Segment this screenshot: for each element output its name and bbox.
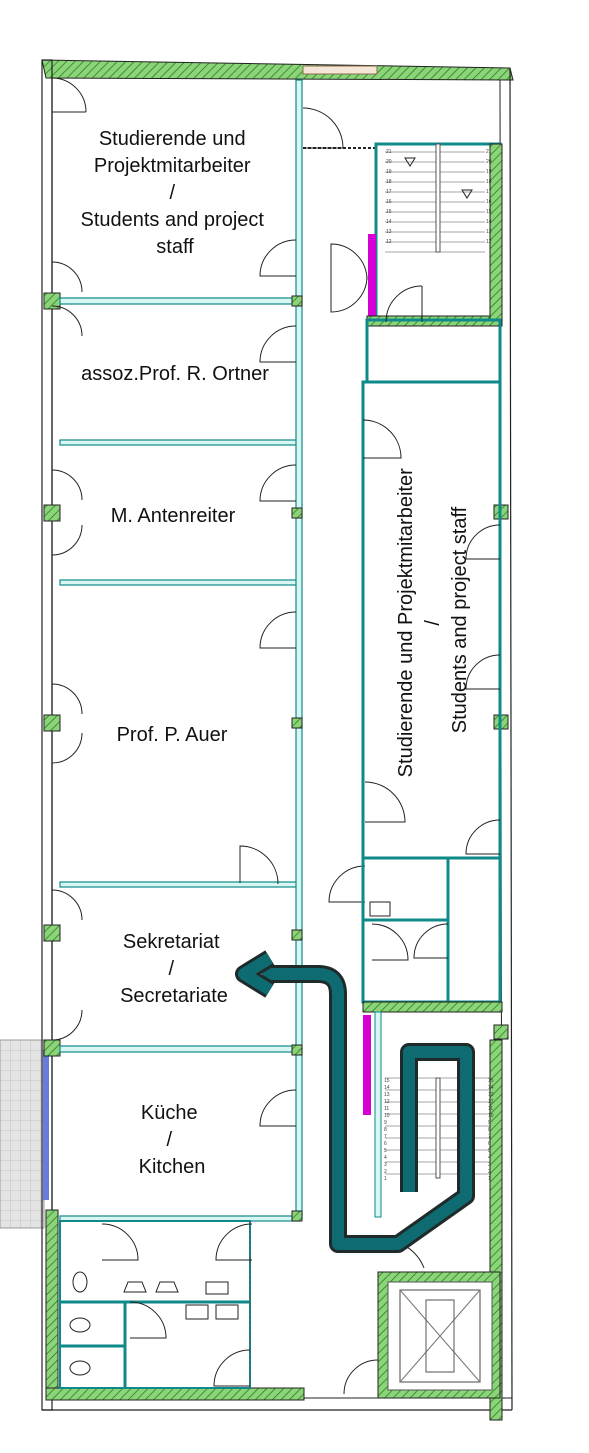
label-line: / (168, 958, 174, 980)
stair-step-number: 17 (386, 189, 392, 195)
route-arrow (235, 950, 475, 1253)
sanitary-block (59, 1220, 251, 1389)
stair-step-number: 15 (386, 209, 392, 215)
stair-step-number: 1 (384, 1176, 387, 1182)
stair-step-number: 14 (486, 219, 492, 225)
stair-step-number: 6 (488, 1141, 491, 1147)
label-line: / (169, 182, 175, 204)
room-label-auer: Prof. P. Auer (117, 724, 228, 746)
stair-step-number: 11 (384, 1106, 389, 1112)
stair-step-number: 17 (486, 189, 492, 195)
stair-step-number: 20 (386, 159, 392, 165)
stair-step-number: 12 (384, 1099, 390, 1105)
room-label-kitchen: Küche / Kitchen (139, 1102, 206, 1178)
doors-corridor (239, 107, 406, 1127)
stair-step-number: 1 (488, 1176, 491, 1182)
label-line: Küche (141, 1102, 198, 1124)
stair-step-number: 3 (488, 1162, 491, 1168)
stair-step-number: 3 (384, 1162, 387, 1168)
label-line: Sekretariat (123, 931, 220, 953)
sanitary-fixtures (69, 1223, 253, 1387)
glass-facade (43, 1050, 49, 1200)
stair-step-number: 21 (386, 149, 392, 155)
stair-step-number: 14 (386, 219, 392, 225)
stair-step-number: 19 (386, 169, 392, 175)
stair-step-number: 15 (488, 1078, 494, 1084)
room-label-students-staff: Studierende und Projektmitarbeiter / Stu… (80, 128, 269, 258)
stair-step-number: 14 (384, 1085, 390, 1091)
terrace-tiles (0, 1039, 45, 1229)
stair-step-number: 18 (386, 179, 392, 185)
stair-step-number: 14 (488, 1085, 494, 1091)
stair-step-number: 5 (488, 1148, 491, 1154)
stair-step-number: 9 (384, 1120, 387, 1126)
label-line: assoz.Prof. R. Ortner (81, 363, 269, 385)
label-line: Studierende und Projektmitarbeiter (395, 468, 417, 777)
room-label-ortner: assoz.Prof. R. Ortner (81, 363, 269, 385)
label-line: Students and project (80, 209, 264, 231)
label-line: Prof. P. Auer (117, 724, 228, 746)
elevator-shaft (377, 1271, 501, 1399)
sink-unit (369, 901, 391, 917)
stair-step-number: 13 (486, 229, 492, 235)
stair-step-number: 8 (384, 1127, 387, 1133)
label-line: / (422, 620, 444, 626)
stair-step-number: 4 (488, 1155, 491, 1161)
stair-step-number: 20 (486, 159, 492, 165)
room-label-secretariate: Sekretariat / Secretariate (120, 931, 228, 1007)
stair-step-number: 13 (384, 1092, 390, 1098)
doors-west (51, 77, 87, 1041)
stair-step-number: 21 (486, 149, 492, 155)
stair-top-numbers: 21 21 20 20 19 19 18 18 17 17 16 16 15 15 14 14 13 13 12 12 (386, 149, 492, 245)
label-line: / (166, 1129, 172, 1151)
stair-step-number: 2 (488, 1169, 491, 1175)
stair-step-number: 12 (488, 1099, 494, 1105)
west-pillars (43, 292, 61, 1057)
label-line: Secretariate (120, 985, 228, 1007)
label-line: Students and project staff (449, 506, 471, 733)
north-stair-core (365, 142, 503, 384)
doors-east (362, 419, 501, 961)
stair-step-number: 16 (386, 199, 392, 205)
label-line: Projektmitarbeiter (94, 155, 251, 177)
room-label-east-students-staff: Studierende und Projektmitarbeiter / Stu… (395, 463, 471, 778)
stair-step-number: 15 (486, 209, 492, 215)
stair-step-number: 9 (488, 1120, 491, 1126)
stair-step-number: 13 (386, 229, 392, 235)
stair-step-number: 5 (384, 1148, 387, 1154)
stair-step-number: 15 (384, 1078, 390, 1084)
stair-step-number: 4 (384, 1155, 387, 1161)
stair-step-number: 6 (384, 1141, 387, 1147)
stair-step-number: 7 (488, 1134, 491, 1140)
label-line: staff (156, 236, 194, 258)
stair-step-number: 10 (384, 1113, 390, 1119)
stair-step-number: 19 (486, 169, 492, 175)
label-line: Studierende und (99, 128, 246, 150)
stair-step-number: 18 (486, 179, 492, 185)
stair-step-number: 12 (386, 239, 392, 245)
stair-step-number: 16 (486, 199, 492, 205)
stair-step-number: 11 (488, 1106, 493, 1112)
label-line: M. Antenreiter (111, 505, 236, 527)
stair-step-number: 2 (384, 1169, 387, 1175)
stair-step-number: 7 (384, 1134, 387, 1140)
stair-step-number: 13 (488, 1092, 494, 1098)
stair-step-number: 12 (486, 239, 492, 245)
stair-step-number: 10 (488, 1113, 494, 1119)
room-label-antenreiter: M. Antenreiter (111, 505, 236, 527)
stair-step-number: 8 (488, 1127, 491, 1133)
label-line: Kitchen (139, 1156, 206, 1178)
south-exit-door (343, 1359, 379, 1395)
